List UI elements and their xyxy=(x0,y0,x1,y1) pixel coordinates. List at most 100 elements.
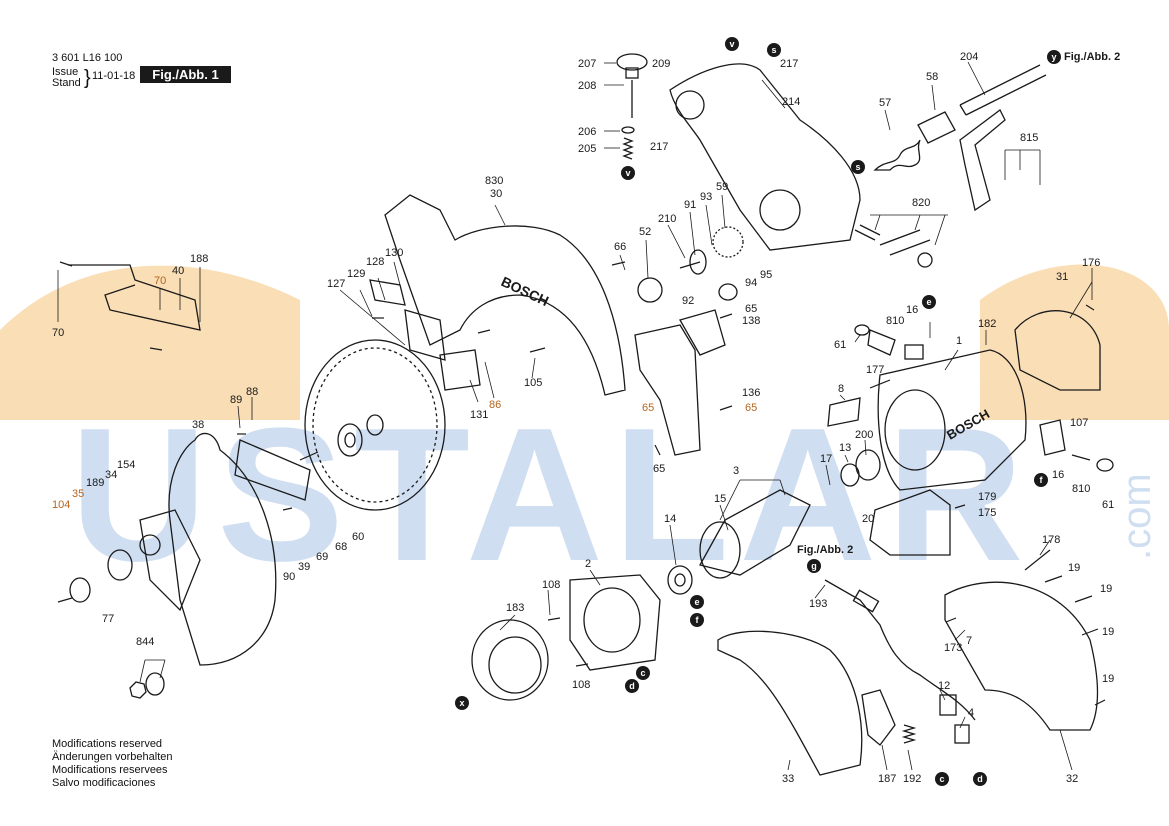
callout-187: 187 xyxy=(878,773,896,785)
guard-piece-131 xyxy=(439,349,481,391)
brush-spring-810-right xyxy=(1071,454,1091,461)
callout-138: 138 xyxy=(742,315,760,327)
marker-y: y xyxy=(1051,52,1056,62)
saw-blade xyxy=(304,339,446,511)
footer-line: Änderungen vorbehalten xyxy=(52,751,173,763)
callout-108b: 108 xyxy=(572,679,590,691)
callout-88: 88 xyxy=(246,386,258,398)
handle-33 xyxy=(717,630,863,776)
screw-19c xyxy=(1081,628,1099,636)
callout-39: 39 xyxy=(298,561,310,573)
callout-131: 131 xyxy=(470,409,488,421)
callout-93: 93 xyxy=(700,191,712,203)
callout-40: 40 xyxy=(172,265,184,277)
callout-61a: 61 xyxy=(834,339,846,351)
callout-183: 183 xyxy=(506,602,524,614)
marker-c2: c xyxy=(939,774,944,784)
doc-number: 3 601 L16 100 xyxy=(52,52,123,64)
link-39 xyxy=(234,439,311,501)
callout-77: 77 xyxy=(102,613,114,625)
callout-13: 13 xyxy=(839,442,851,454)
watermark-arc-left xyxy=(0,265,300,420)
field-bore-2 xyxy=(583,587,641,653)
callout-7: 7 xyxy=(966,635,972,647)
callout-136: 136 xyxy=(742,387,760,399)
arm-214 xyxy=(669,63,861,251)
stand-label: Stand xyxy=(52,77,81,89)
callout-34: 34 xyxy=(105,469,117,481)
flange-68 xyxy=(337,423,363,457)
callout-31: 31 xyxy=(1056,271,1068,283)
lever-136 xyxy=(634,324,701,456)
callout-214: 214 xyxy=(782,96,800,108)
callout-38: 38 xyxy=(192,419,204,431)
screw-65-bottom xyxy=(654,444,661,456)
screw-70-top xyxy=(59,261,73,267)
callout-193: 193 xyxy=(809,598,827,610)
circle-markers: v s v s y e f g e f c d x c d xyxy=(455,37,1061,786)
callout-127: 127 xyxy=(327,278,345,290)
callout-61b: 61 xyxy=(1102,499,1114,511)
lower-guard-38 xyxy=(168,432,277,666)
capacitor-12 xyxy=(939,694,957,716)
marker-e2: e xyxy=(694,597,699,607)
callout-130: 130 xyxy=(385,247,403,259)
screw-178 xyxy=(1024,549,1051,571)
callout-35: 35 xyxy=(72,488,84,500)
bracket-icon: } xyxy=(84,67,91,89)
callout-208: 208 xyxy=(578,80,596,92)
callout-179: 179 xyxy=(978,491,996,503)
callout-65a: 65 xyxy=(745,303,757,315)
marker-s1: s xyxy=(771,45,776,55)
callout-68: 68 xyxy=(335,541,347,553)
callout-810a: 810 xyxy=(886,315,904,327)
callout-12: 12 xyxy=(938,680,950,692)
callout-205: 205 xyxy=(578,143,596,155)
blade-bore xyxy=(366,414,384,436)
brush-16 xyxy=(904,344,924,360)
marker-g: g xyxy=(811,561,817,571)
callout-89: 89 xyxy=(230,394,242,406)
footer-notes: Modifications reserved Änderungen vorbeh… xyxy=(52,738,172,790)
cap-820 xyxy=(917,252,933,268)
screw-175 xyxy=(954,504,966,509)
guard-bore-38 xyxy=(139,534,161,556)
screw-90 xyxy=(282,507,293,511)
footer-line: Modifications reserved xyxy=(52,738,163,750)
marker-d2: d xyxy=(977,774,983,784)
guard-piece-127 xyxy=(404,309,446,361)
cover-31 xyxy=(1014,310,1101,391)
callout-3: 3 xyxy=(733,465,739,477)
callout-58: 58 xyxy=(926,71,938,83)
callout-19b: 19 xyxy=(1100,583,1112,595)
callout-70a: 70 xyxy=(154,275,166,287)
screws xyxy=(57,261,1106,706)
callout-206: 206 xyxy=(578,126,596,138)
screw-19a xyxy=(1044,575,1063,583)
screw-65-top xyxy=(719,313,733,319)
marker-e1: e xyxy=(926,297,931,307)
callout-217a: 217 xyxy=(780,58,798,70)
marker-f1: f xyxy=(1040,475,1044,485)
screw-127 xyxy=(477,329,491,334)
marker-x: x xyxy=(459,698,464,708)
bearing-inner-14 xyxy=(674,573,686,587)
footer-line: Salvo modificaciones xyxy=(52,777,156,789)
callout-15: 15 xyxy=(714,493,726,505)
callout-210: 210 xyxy=(658,213,676,225)
callout-57: 57 xyxy=(879,97,891,109)
watermark-arc-right xyxy=(980,264,1169,420)
marker-c1: c xyxy=(640,668,645,678)
callout-19a: 19 xyxy=(1068,562,1080,574)
screw-176 xyxy=(1085,304,1095,311)
screw-108-top xyxy=(547,617,561,621)
callout-204: 204 xyxy=(960,51,978,63)
motor-housing-bore-1 xyxy=(884,389,946,471)
bushing-200 xyxy=(855,449,881,481)
plate-130 xyxy=(369,279,406,306)
bushing-58 xyxy=(917,111,956,144)
callout-32: 32 xyxy=(1066,773,1078,785)
bearing-14 xyxy=(667,565,693,595)
